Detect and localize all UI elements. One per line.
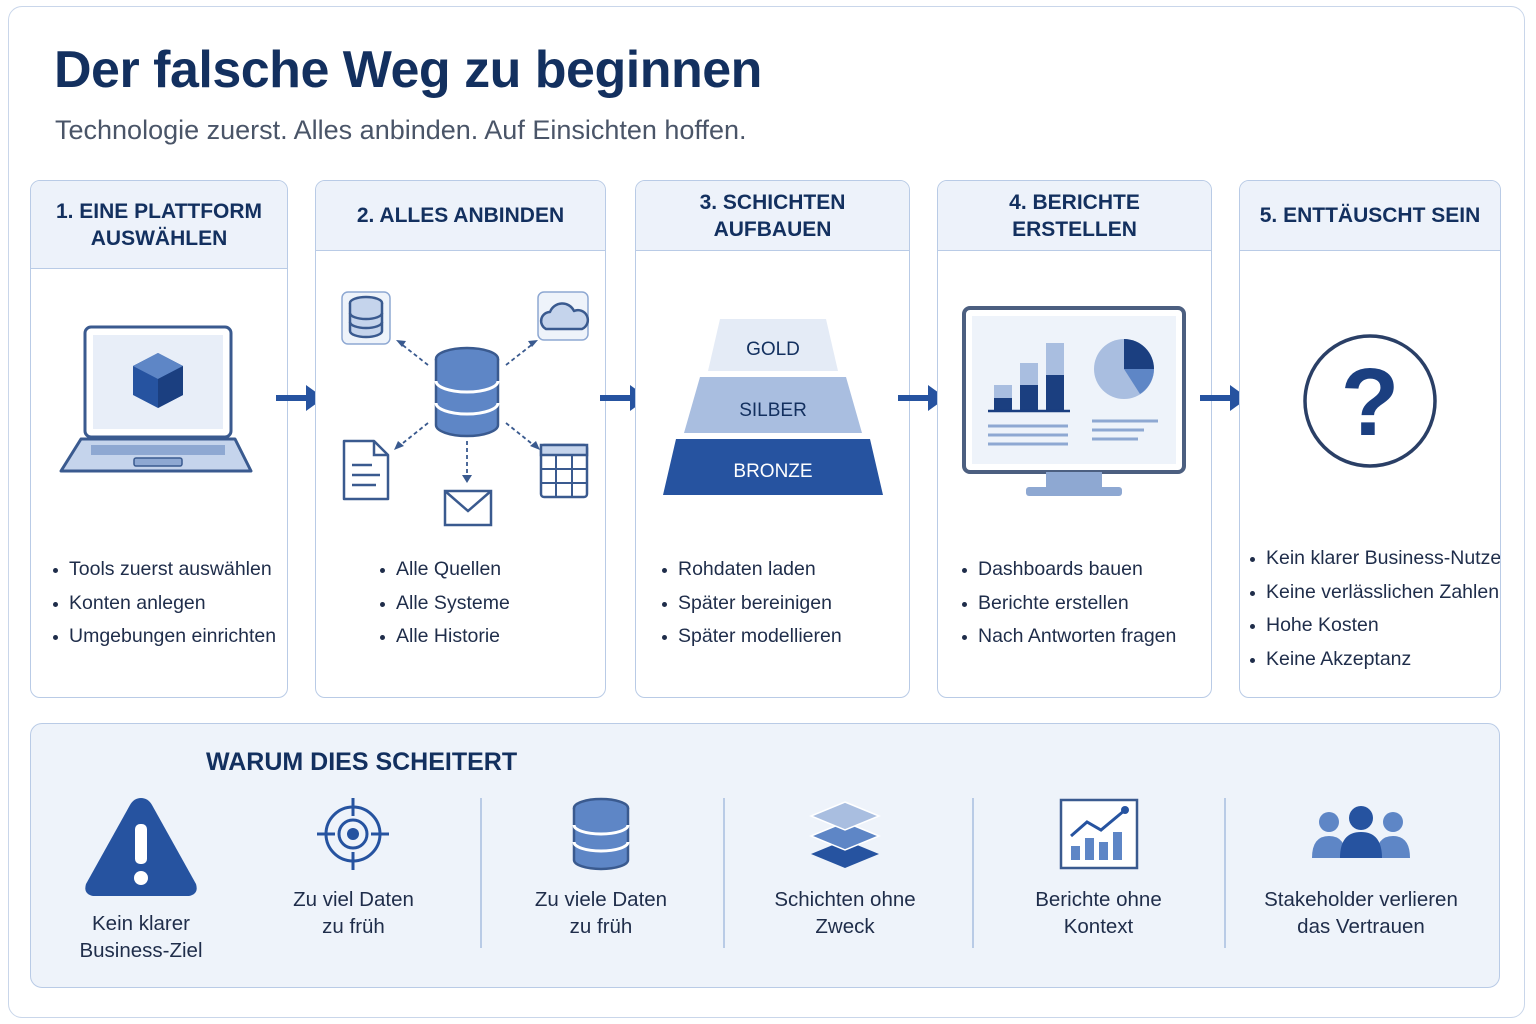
reason-label: Zu viele Daten zu früh — [506, 886, 696, 940]
question-mark-icon: ? — [1303, 334, 1437, 468]
page-subtitle: Technologie zuerst. Alles anbinden. Auf … — [55, 115, 747, 145]
reason-label: Berichte ohne Kontext — [1001, 886, 1196, 940]
reason-line-1: Berichte ohne — [1035, 888, 1162, 911]
database-icon — [572, 797, 630, 871]
step-2-bullets: Alle Quellen Alle Systeme Alle Historie — [378, 553, 510, 654]
layer-bronze-label: BRONZE — [733, 461, 812, 482]
reason-line-2: Zweck — [815, 915, 875, 938]
reason-line-2: Business-Ziel — [79, 939, 203, 962]
step-4-title: 4. BERICHTE ERSTELLEN — [1009, 190, 1140, 241]
list-item: Später modellieren — [660, 620, 842, 654]
reason-line-2: zu früh — [569, 915, 633, 938]
step-5-title: 5. ENTTÄUSCHT SEIN — [1259, 204, 1481, 227]
reason-label: Schichten ohne Zweck — [751, 886, 939, 940]
people-icon — [1312, 806, 1410, 858]
list-item: Alle Quellen — [378, 553, 510, 587]
step-4-header: 4. BERICHTE ERSTELLEN — [938, 181, 1211, 251]
reason-label: Kein klarer Business-Ziel — [51, 910, 231, 964]
step-1-bullets: Tools zuerst auswählen Konten anlegen Um… — [51, 553, 276, 654]
failure-reason: Zu viel Daten zu früh — [261, 792, 446, 952]
reason-line-1: Stakeholder verlieren — [1264, 888, 1458, 911]
database-network-icon — [341, 291, 590, 527]
list-item: Später bereinigen — [660, 587, 842, 621]
failure-reason: Zu viele Daten zu früh — [506, 792, 696, 952]
list-item: Alle Systeme — [378, 587, 510, 621]
list-item: Dashboards bauen — [960, 553, 1176, 587]
step-5-header: 5. ENTTÄUSCHT SEIN — [1240, 181, 1500, 251]
list-item: Hohe Kosten — [1248, 609, 1500, 643]
step-card-5: 5. ENTTÄUSCHT SEIN ? Kein klarer Busines… — [1239, 180, 1501, 698]
step-3-header: 3. SCHICHTEN AUFBAUEN — [636, 181, 909, 251]
step-3-title: 3. SCHICHTEN AUFBAUEN — [699, 190, 846, 241]
layer-gold-label: GOLD — [746, 339, 800, 360]
list-item: Rohdaten laden — [660, 553, 842, 587]
reason-line-1: Kein klarer — [92, 912, 190, 935]
failure-reason: Stakeholder verlieren das Vertrauen — [1246, 792, 1476, 952]
list-item: Tools zuerst auswählen — [51, 553, 276, 587]
reason-label: Stakeholder verlieren das Vertrauen — [1246, 886, 1476, 940]
reason-line-2: Kontext — [1063, 915, 1134, 938]
step-1-header: 1. EINE PLATTFORM AUSWÄHLEN — [31, 181, 287, 269]
list-item: Nach Antworten fragen — [960, 620, 1176, 654]
list-item: Alle Historie — [378, 620, 510, 654]
divider — [723, 798, 725, 948]
step-card-3: 3. SCHICHTEN AUFBAUEN GOLD SILBER BRONZE… — [635, 180, 910, 698]
divider — [972, 798, 974, 948]
reason-line-2: das Vertrauen — [1297, 915, 1425, 938]
target-icon — [317, 798, 389, 870]
step-4-bullets: Dashboards bauen Berichte erstellen Nach… — [960, 553, 1176, 654]
step-1-title-line1: 1. EINE PLATTFORM — [55, 199, 263, 223]
step-card-2: 2. ALLES ANBINDEN — [315, 180, 606, 698]
list-item: Umgebungen einrichten — [51, 620, 276, 654]
step-2-title: 2. ALLES ANBINDEN — [356, 204, 565, 227]
laptop-cube-icon — [59, 325, 253, 473]
monitor-dashboard-icon — [962, 306, 1186, 496]
list-item: Konten anlegen — [51, 587, 276, 621]
step-5-bullets: Kein klarer Business-Nutzen Keine verläs… — [1248, 542, 1500, 677]
layer-silver-label: SILBER — [739, 400, 807, 421]
step-card-1: 1. EINE PLATTFORM AUSWÄHLEN Tools zuerst… — [30, 180, 288, 698]
reason-line-2: zu früh — [322, 915, 385, 938]
divider — [480, 798, 482, 948]
failure-reason: Berichte ohne Kontext — [1001, 792, 1196, 952]
failure-reason: Schichten ohne Zweck — [751, 792, 939, 952]
layers-icon — [809, 801, 881, 868]
warning-icon — [85, 798, 197, 896]
failure-reason: Kein klarer Business-Ziel — [51, 792, 231, 972]
layer-pyramid-icon: GOLD SILBER BRONZE — [661, 319, 883, 496]
failure-title: WARUM DIES SCHEITERT — [206, 748, 518, 776]
list-item: Kein klarer Business-Nutzen — [1248, 542, 1500, 576]
list-item: Keine Akzeptanz — [1248, 643, 1500, 677]
chart-icon — [1059, 798, 1139, 870]
list-item: Keine verlässlichen Zahlen — [1248, 576, 1500, 610]
failure-panel: WARUM DIES SCHEITERT Kein klarer Busines… — [30, 723, 1500, 988]
reason-label: Zu viel Daten zu früh — [261, 886, 446, 940]
question-glyph: ? — [1341, 349, 1400, 456]
divider — [1224, 798, 1226, 948]
step-1-title-line2: AUSWÄHLEN — [90, 226, 228, 250]
reason-line-1: Schichten ohne — [774, 888, 916, 911]
reason-line-1: Zu viele Daten — [534, 888, 668, 911]
page-title: Der falsche Weg zu beginnen — [54, 41, 762, 99]
list-item: Berichte erstellen — [960, 587, 1176, 621]
step-card-4: 4. BERICHTE ERSTELLEN Dashboards bauen B… — [937, 180, 1212, 698]
step-2-header: 2. ALLES ANBINDEN — [316, 181, 605, 251]
step-3-bullets: Rohdaten laden Später bereinigen Später … — [660, 553, 842, 654]
reason-line-1: Zu viel Daten — [293, 888, 414, 911]
